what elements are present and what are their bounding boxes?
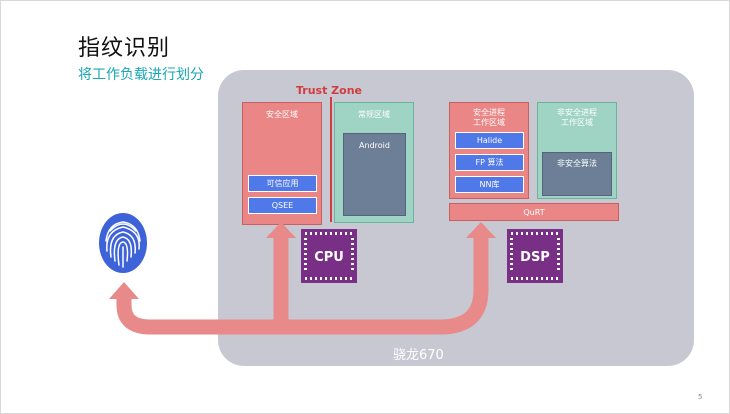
cpu-chip-icon: CPU — [301, 229, 357, 283]
normal-region: 常规区域 Android — [334, 102, 414, 223]
normal-region-title: 常规区域 — [358, 110, 390, 119]
qurt-bar: QuRT — [449, 203, 619, 221]
fp-algorithm-block: FP 算法 — [455, 154, 524, 171]
secure-region: 安全区域 可信应用 QSEE — [242, 102, 322, 225]
dsp-chip-icon: DSP — [507, 229, 563, 283]
secure-process-title-line2: 工作区域 — [473, 118, 505, 127]
trust-zone-label: Trust Zone — [296, 84, 363, 97]
nonsecure-algorithm-label: 非安全算法 — [557, 159, 597, 168]
qsee-block: QSEE — [248, 197, 317, 214]
nonsecure-algorithm-block: 非安全算法 — [542, 152, 612, 196]
dsp-label: DSP — [520, 250, 550, 265]
dsp-flow-arrow — [281, 230, 489, 335]
arrowhead-to-cpu — [266, 222, 296, 238]
halide-block: Halide — [455, 132, 524, 149]
arrowhead-to-fingerprint — [109, 282, 139, 299]
secure-process-title-line1: 安全进程 — [473, 108, 505, 117]
nonsecure-process-region: 非安全进程 工作区域 非安全算法 — [537, 102, 617, 199]
slide-title: 指纹识别 — [78, 36, 171, 61]
data-flow-arrow — [116, 230, 289, 335]
secure-process-region: 安全进程 工作区域 Halide FP 算法 NN库 — [449, 102, 529, 199]
cpu-label: CPU — [314, 250, 344, 265]
trusted-app-block: 可信应用 — [248, 175, 317, 192]
android-block: Android — [343, 133, 406, 216]
nonsecure-process-title-line1: 非安全进程 — [557, 108, 597, 117]
nn-library-block: NN库 — [455, 176, 524, 193]
trust-zone-divider — [330, 97, 332, 222]
secure-region-title: 安全区域 — [266, 110, 298, 119]
slide-subtitle: 将工作负载进行划分 — [78, 67, 204, 83]
soc-label: 骁龙670 — [393, 348, 444, 363]
android-label: Android — [359, 141, 390, 150]
nonsecure-process-title-line2: 工作区域 — [561, 118, 593, 127]
page-number: 5 — [698, 393, 703, 401]
fingerprint-icon — [99, 213, 147, 273]
arrowhead-to-dsp — [466, 222, 496, 238]
